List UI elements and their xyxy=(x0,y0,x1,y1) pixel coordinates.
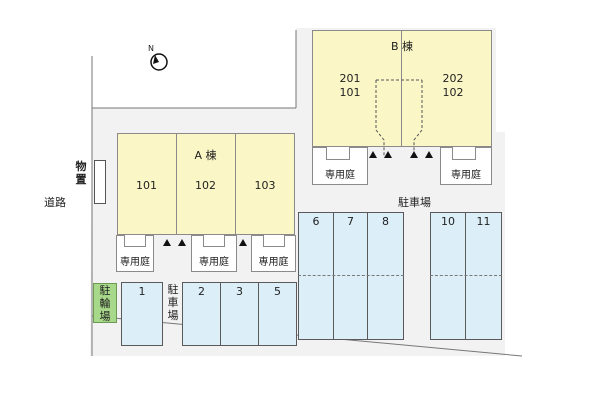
parking-stall-8: 8 xyxy=(368,212,404,340)
garden-notch xyxy=(263,235,285,247)
parking-label: 駐車場 xyxy=(398,196,431,209)
building-b xyxy=(312,30,492,147)
garden-notch xyxy=(326,147,350,160)
entrance-arrow-icon xyxy=(410,151,418,158)
parking-stall-5: 5 xyxy=(259,282,297,346)
garden-notch xyxy=(203,235,225,247)
stall-divider-dashed xyxy=(430,275,502,276)
entrance-arrow-icon xyxy=(369,151,377,158)
building-b-label: B 棟 xyxy=(390,40,414,53)
building-a-label: A 棟 xyxy=(194,149,217,162)
parking-stall-11: 11 xyxy=(466,212,502,340)
bicycle-parking xyxy=(93,283,117,323)
entrance-arrow-icon xyxy=(163,239,171,246)
unit-a-102: 102 xyxy=(195,179,216,192)
road-label: 道路 xyxy=(44,196,66,209)
parking-stall-3: 3 xyxy=(221,282,259,346)
unit-b-201: 201 xyxy=(339,72,361,85)
storage-shed xyxy=(94,160,106,204)
compass-letter: N xyxy=(148,44,154,53)
stall-divider-dashed xyxy=(298,275,404,276)
unit-b-102: 102 xyxy=(442,86,464,99)
unit-a-103: 103 xyxy=(254,179,276,192)
parking-stall-1: 1 xyxy=(121,282,163,346)
parking-stall-6: 6 xyxy=(298,212,334,340)
unit-b-101: 101 xyxy=(339,86,361,99)
entrance-arrow-icon xyxy=(384,151,392,158)
entrance-arrow-icon xyxy=(425,151,433,158)
building-a xyxy=(117,133,295,235)
parking-stall-10: 10 xyxy=(430,212,466,340)
storage-label: 物置 xyxy=(75,160,87,186)
garden-notch xyxy=(124,235,146,247)
parking-stall-2: 2 xyxy=(182,282,221,346)
unit-a-101: 101 xyxy=(136,179,157,192)
building-b-stair xyxy=(375,79,423,156)
parking-stall-7: 7 xyxy=(334,212,368,340)
compass-icon xyxy=(150,53,168,71)
building-a-divider-1 xyxy=(176,133,177,235)
entrance-arrow-icon xyxy=(178,239,186,246)
building-a-divider-2 xyxy=(235,133,236,235)
unit-b-202: 202 xyxy=(442,72,464,85)
private-garden-a-103: 専用庭 xyxy=(251,235,296,272)
parking-label-vertical: 駐車場 xyxy=(167,283,179,322)
garden-notch xyxy=(452,147,476,160)
bicycle-parking-label: 駐輪場 xyxy=(99,284,111,323)
entrance-arrow-icon xyxy=(239,239,247,246)
building-b-divider xyxy=(401,30,402,147)
